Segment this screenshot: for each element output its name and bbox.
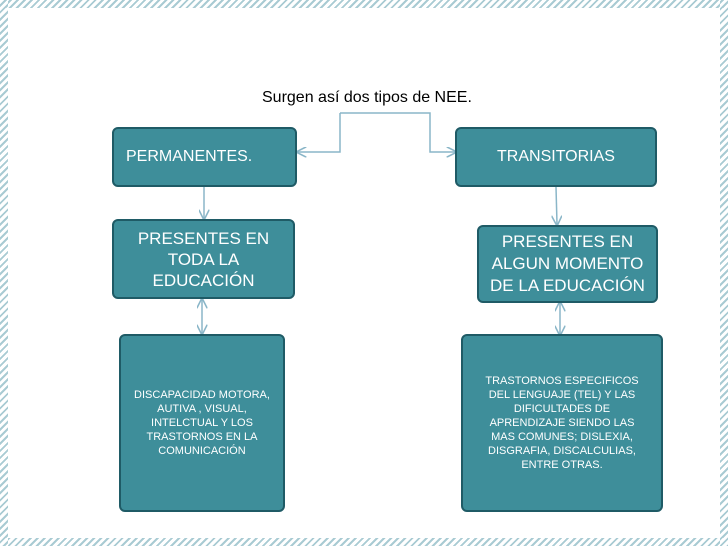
box-discapacidad: DISCAPACIDAD MOTORA, AUTIVA , VISUAL, IN… [119, 334, 285, 512]
box-trastornos: TRASTORNOS ESPECIFICOS DEL LENGUAJE (TEL… [461, 334, 663, 512]
connector-right-type-scope [556, 186, 557, 224]
box-presentes-algun-label: PRESENTES EN ALGUN MOMENTO DE LA EDUCACI… [490, 232, 645, 295]
box-transitorias: TRANSITORIAS [455, 127, 657, 187]
connector-title-left [298, 113, 341, 152]
diagram-title: Surgen así dos tipos de NEE. [262, 89, 472, 106]
box-trastornos-label: TRASTORNOS ESPECIFICOS DEL LENGUAJE (TEL… [485, 375, 639, 471]
box-permanentes-label: PERMANENTES. [126, 148, 253, 165]
box-presentes-toda: PRESENTES EN TODA LA EDUCACIÓN [112, 219, 295, 299]
box-transitorias-label: TRANSITORIAS [497, 148, 615, 165]
box-discapacidad-label: DISCAPACIDAD MOTORA, AUTIVA , VISUAL, IN… [134, 389, 270, 457]
box-presentes-algun: PRESENTES EN ALGUN MOMENTO DE LA EDUCACI… [477, 225, 658, 303]
box-permanentes: PERMANENTES. [112, 127, 297, 187]
box-presentes-toda-label: PRESENTES EN TODA LA EDUCACIÓN [137, 228, 270, 290]
connector-title-right [340, 112, 455, 152]
